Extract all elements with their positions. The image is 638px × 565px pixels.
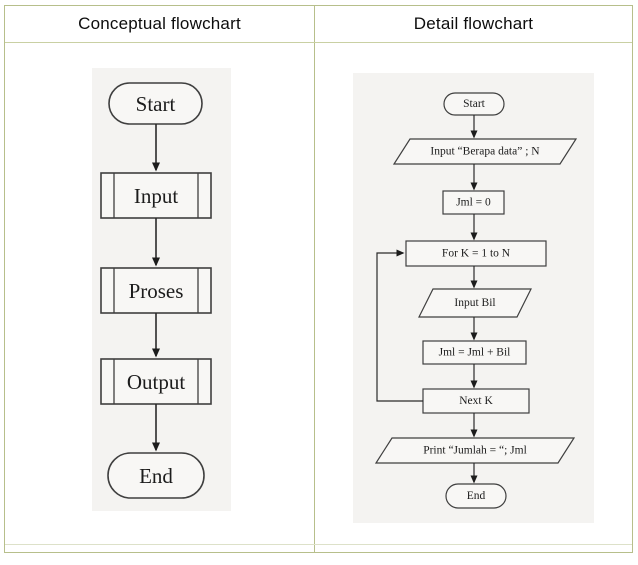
node-label: End xyxy=(139,464,173,488)
node-start-terminator: Start xyxy=(108,82,203,125)
node-end-terminator: End xyxy=(445,483,507,509)
header-divider xyxy=(5,42,632,43)
node-input-n-io: Input “Berapa data” ; N xyxy=(392,138,578,165)
node-accumulate-process: Jml = Jml + Bil xyxy=(422,340,527,365)
node-label: Output xyxy=(127,370,186,394)
header-cell-detail: Detail flowchart xyxy=(413,14,534,33)
detail-flowchart-image: Start Input “Berapa data” ; N Jml = 0 Fo… xyxy=(353,73,594,523)
conceptual-flowchart-image: Start Input Proses xyxy=(92,68,231,511)
node-input-predefined-process: Input xyxy=(100,172,212,219)
node-label: Input “Berapa data” ; N xyxy=(430,146,540,158)
node-label: Jml = Jml + Bil xyxy=(439,347,511,359)
node-label: Start xyxy=(136,92,176,116)
node-next-k-process: Next K xyxy=(422,388,530,414)
node-label: Input xyxy=(134,184,178,208)
comparison-table: Conceptual flowchart Detail flowchart St… xyxy=(4,5,633,553)
node-label: Print “Jumlah = “; Jml xyxy=(423,445,527,457)
header-cell-conceptual: Conceptual flowchart xyxy=(78,14,241,33)
conceptual-flowchart-svg: Start Input Proses xyxy=(100,82,212,499)
node-label: Proses xyxy=(129,279,184,303)
node-label: Input Bil xyxy=(454,297,495,309)
node-proses-predefined-process: Proses xyxy=(100,267,212,314)
node-for-loop-process: For K = 1 to N xyxy=(405,240,547,267)
node-label: End xyxy=(467,490,486,502)
loop-back-connector xyxy=(376,249,423,402)
node-print-io: Print “Jumlah = “; Jml xyxy=(374,437,576,464)
node-end-terminator: End xyxy=(107,452,205,499)
detail-flowchart-svg: Start Input “Berapa data” ; N Jml = 0 Fo… xyxy=(374,92,578,509)
node-output-predefined-process: Output xyxy=(100,358,212,405)
node-input-bil-io: Input Bil xyxy=(418,288,532,318)
bottom-row-divider xyxy=(5,544,632,545)
node-jml-0-process: Jml = 0 xyxy=(442,190,505,215)
node-label: For K = 1 to N xyxy=(442,248,511,260)
node-start-terminator: Start xyxy=(443,92,505,116)
column-divider xyxy=(314,6,315,552)
node-label: Start xyxy=(463,98,486,110)
node-label: Jml = 0 xyxy=(456,197,491,209)
node-label: Next K xyxy=(459,395,493,407)
